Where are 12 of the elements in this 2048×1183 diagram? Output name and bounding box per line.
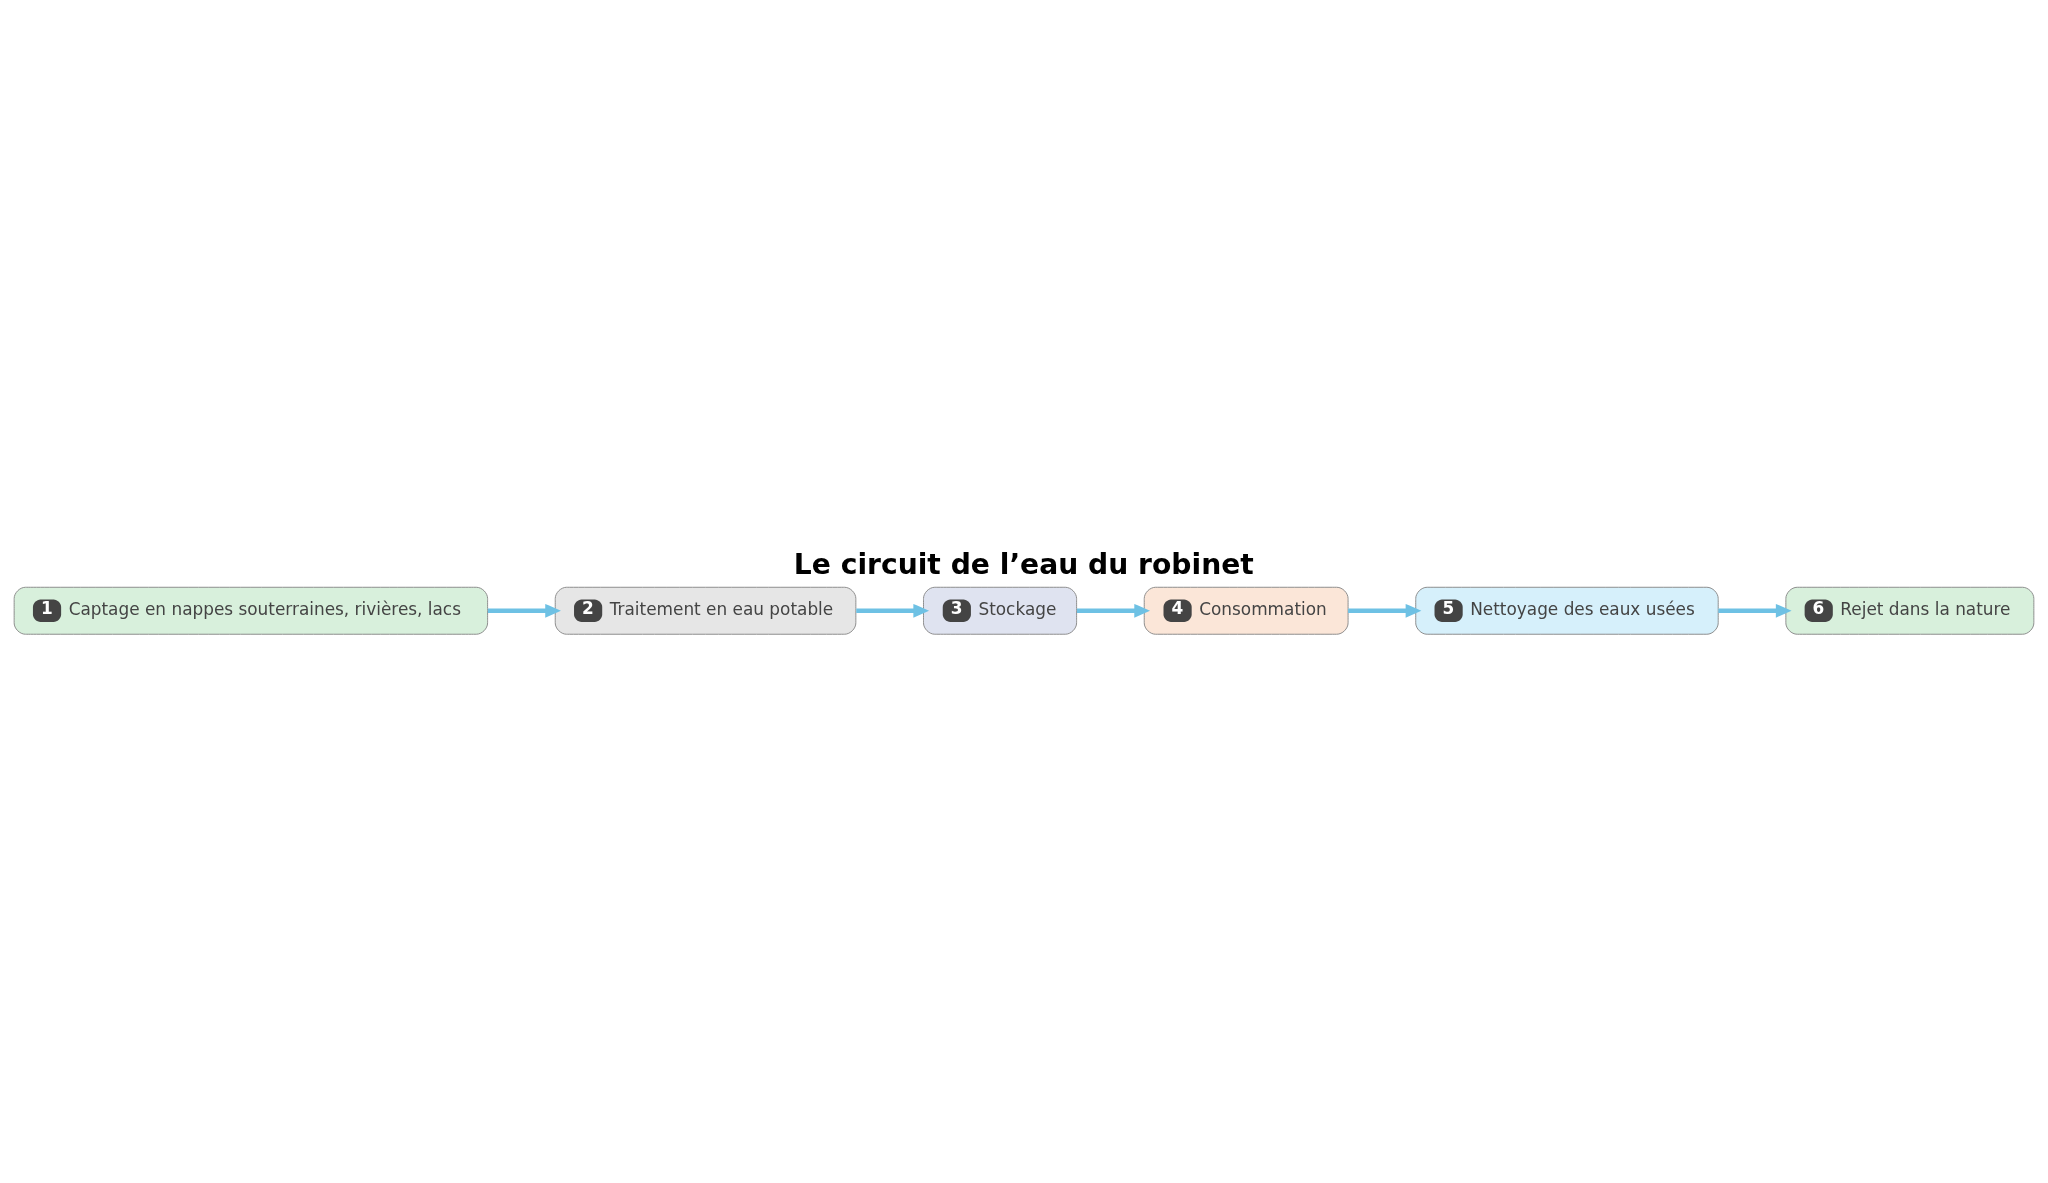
- node-box: 3 Stockage: [923, 586, 1078, 635]
- arrow: [1718, 603, 1792, 618]
- arrow: [1076, 603, 1151, 618]
- node-box: 5 Nettoyage des eaux usées: [1415, 586, 1719, 635]
- arrow: [856, 603, 930, 618]
- node-box: 6 Rejet dans la nature: [1785, 586, 2035, 635]
- node-box: 1 Captage en nappes souterraines, rivières, lacs: [13, 586, 489, 635]
- arrow: [1348, 603, 1422, 618]
- node-box: 2 Traitement en eau potable: [554, 586, 857, 635]
- node-box: 4 Consommation: [1143, 586, 1349, 635]
- arrow: [487, 603, 561, 618]
- diagram-title: Le circuit de l’eau du robinet: [793, 548, 1254, 582]
